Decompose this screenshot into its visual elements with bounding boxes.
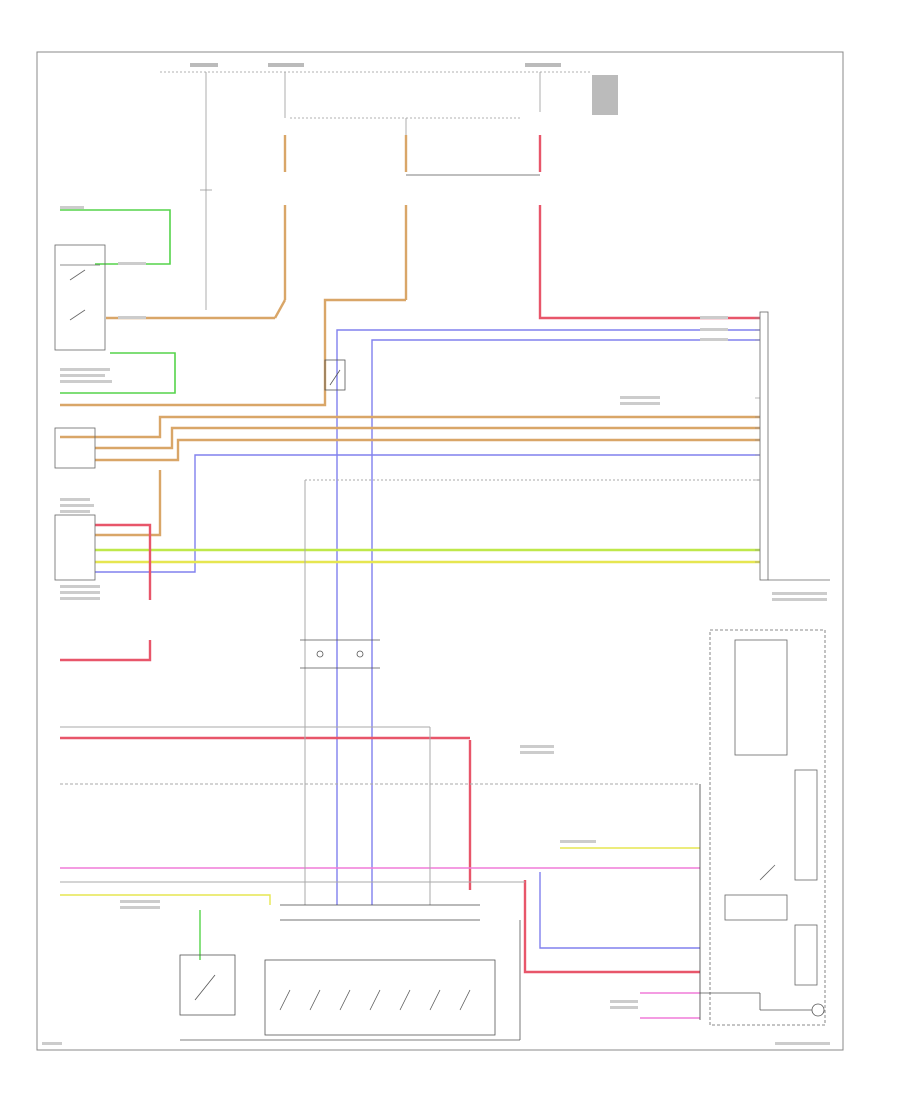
center-relay-lower [300, 639, 380, 669]
ground-connector [700, 992, 825, 1017]
bottom-switch-module [179, 920, 521, 1041]
control-unit-pins [755, 317, 760, 563]
tan-wiring-middle [60, 415, 760, 537]
blurred-labels [42, 206, 830, 1045]
center-relay-upper [324, 359, 346, 391]
power-feed-top [160, 71, 590, 310]
fuse-labels-top [190, 63, 618, 115]
blue-wiring [95, 329, 760, 949]
left-connector-lower [54, 514, 96, 581]
combination-meter-panel [709, 629, 826, 1026]
diagram-frame [36, 51, 844, 1051]
ground-lines-lower [280, 784, 701, 1020]
lower-colored-wires [60, 847, 700, 960]
left-connector-middle [54, 427, 96, 469]
yellow-green-bus [95, 548, 760, 564]
pink-wiring [60, 867, 700, 1019]
tan-wiring-upper [60, 135, 408, 407]
red-wiring-upper [538, 135, 760, 320]
control-unit-connector [759, 311, 830, 581]
red-wiring-left [60, 523, 700, 974]
grey-wiring [60, 479, 760, 905]
green-wiring-left [60, 209, 176, 394]
left-connector-upper [54, 244, 106, 351]
